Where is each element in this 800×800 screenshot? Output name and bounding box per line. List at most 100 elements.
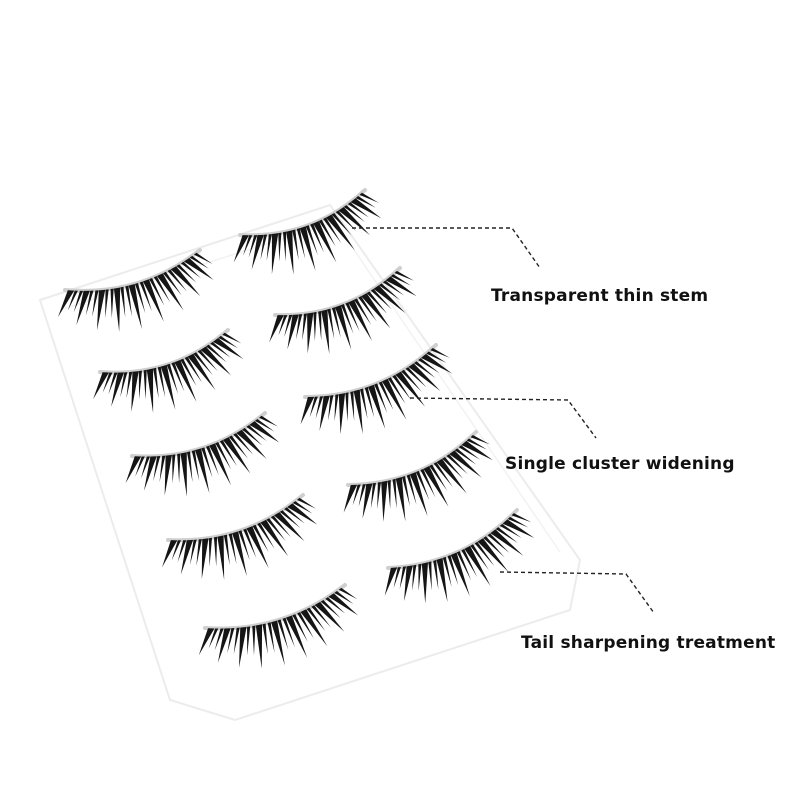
lash-hair [189,255,209,269]
lash-hair [367,384,386,430]
eyelash-strip-icon [300,343,453,435]
annotation-transparent-thin-stem: Transparent thin stem [491,286,709,306]
lash-hair [269,315,284,343]
lash-hair [242,427,263,446]
lash-hair [286,230,294,275]
tray-outline [38,203,582,722]
lash-hair [193,252,213,265]
eyelash-strip-icon [269,266,417,354]
lash-hair [284,507,305,524]
lash-hair [177,453,181,484]
lash-hair [219,440,238,467]
lash-hair [487,533,510,553]
lash-hair [470,544,489,571]
lash-hair [222,332,242,344]
lash-hair [197,349,218,372]
lash-hair [378,283,401,301]
lash-hair [76,290,90,325]
lash-hair [162,540,178,568]
lash-hair [392,478,397,509]
lash-hair [358,484,366,507]
lash-hair [243,528,257,559]
lash-hair [442,456,464,479]
lash-band [303,343,438,399]
lash-hair [300,396,315,425]
lash-hair [361,293,391,329]
eyelash-strip-icon [58,248,214,332]
lash-hair [415,470,430,501]
lash-hair [156,273,184,311]
lash-hair [159,455,166,483]
lash-hair [296,314,303,340]
lash-hair [315,396,324,419]
lash-hair [420,468,436,498]
lash-hair [381,480,388,522]
lash-hair [418,563,422,591]
lash-hair [246,526,269,569]
lash-hair [171,540,182,561]
lash-hair [217,628,231,663]
lash-hair [364,386,375,418]
lash-band [63,248,202,293]
lash-hair [189,539,197,565]
lash-hair [184,356,203,383]
lash-hair [266,234,272,261]
lash-hair [297,612,314,639]
lash-hair [458,445,481,460]
lash-hair [287,314,299,350]
lash-hair [206,344,227,363]
lash-hair [436,458,467,494]
lash-hair [456,551,472,581]
lash-hair [352,484,361,506]
lash-hair [160,364,176,410]
eyelash-strip-icon [343,430,493,522]
lash-hair [328,593,359,616]
lash-hair [186,451,193,483]
eyelash-strip-icon [162,493,318,580]
lash-hair [327,308,335,340]
lash-hair [307,312,314,354]
lash-hair [134,282,146,314]
lash-hair [285,615,308,658]
lash-hair [238,530,250,561]
lash-band [346,430,478,487]
lash-hair [139,281,152,312]
lash-hair [340,304,354,334]
lash-band [203,583,347,631]
lash-hair [177,540,187,563]
lash-hair [266,518,286,542]
lash-hair [433,559,439,590]
lash-hair [320,599,341,619]
lash-hair [436,557,448,603]
lash-hair [395,477,406,522]
lash-hair [387,377,406,404]
lash-hair [318,310,322,341]
lash-hair [252,625,256,656]
lash-band [386,508,519,570]
lash-band [166,493,305,543]
lash-hair [233,433,254,455]
lash-hair [470,435,491,445]
lash-hair [350,391,355,421]
lash-hair [223,534,230,566]
lash-hair [334,305,352,350]
lash-hair [390,274,411,286]
lash-hair [325,214,355,251]
lash-hair [105,289,109,319]
lash-hair [495,527,518,544]
lash-hair [378,381,394,411]
lash-hair [401,369,422,392]
lash-hair [278,315,288,336]
lash-hair [85,290,94,316]
lash-hair [254,418,275,432]
lash-hair [200,346,232,376]
lash-hair [399,566,407,590]
lash-hair [212,338,244,360]
lash-hair [313,311,317,341]
lash-hair [474,541,495,567]
annotation-tail-sharpening-treatment: Tail sharpening treatment [521,633,776,653]
lash-hair [282,617,295,648]
lash-hair [284,314,293,338]
lash-hair [131,371,139,412]
